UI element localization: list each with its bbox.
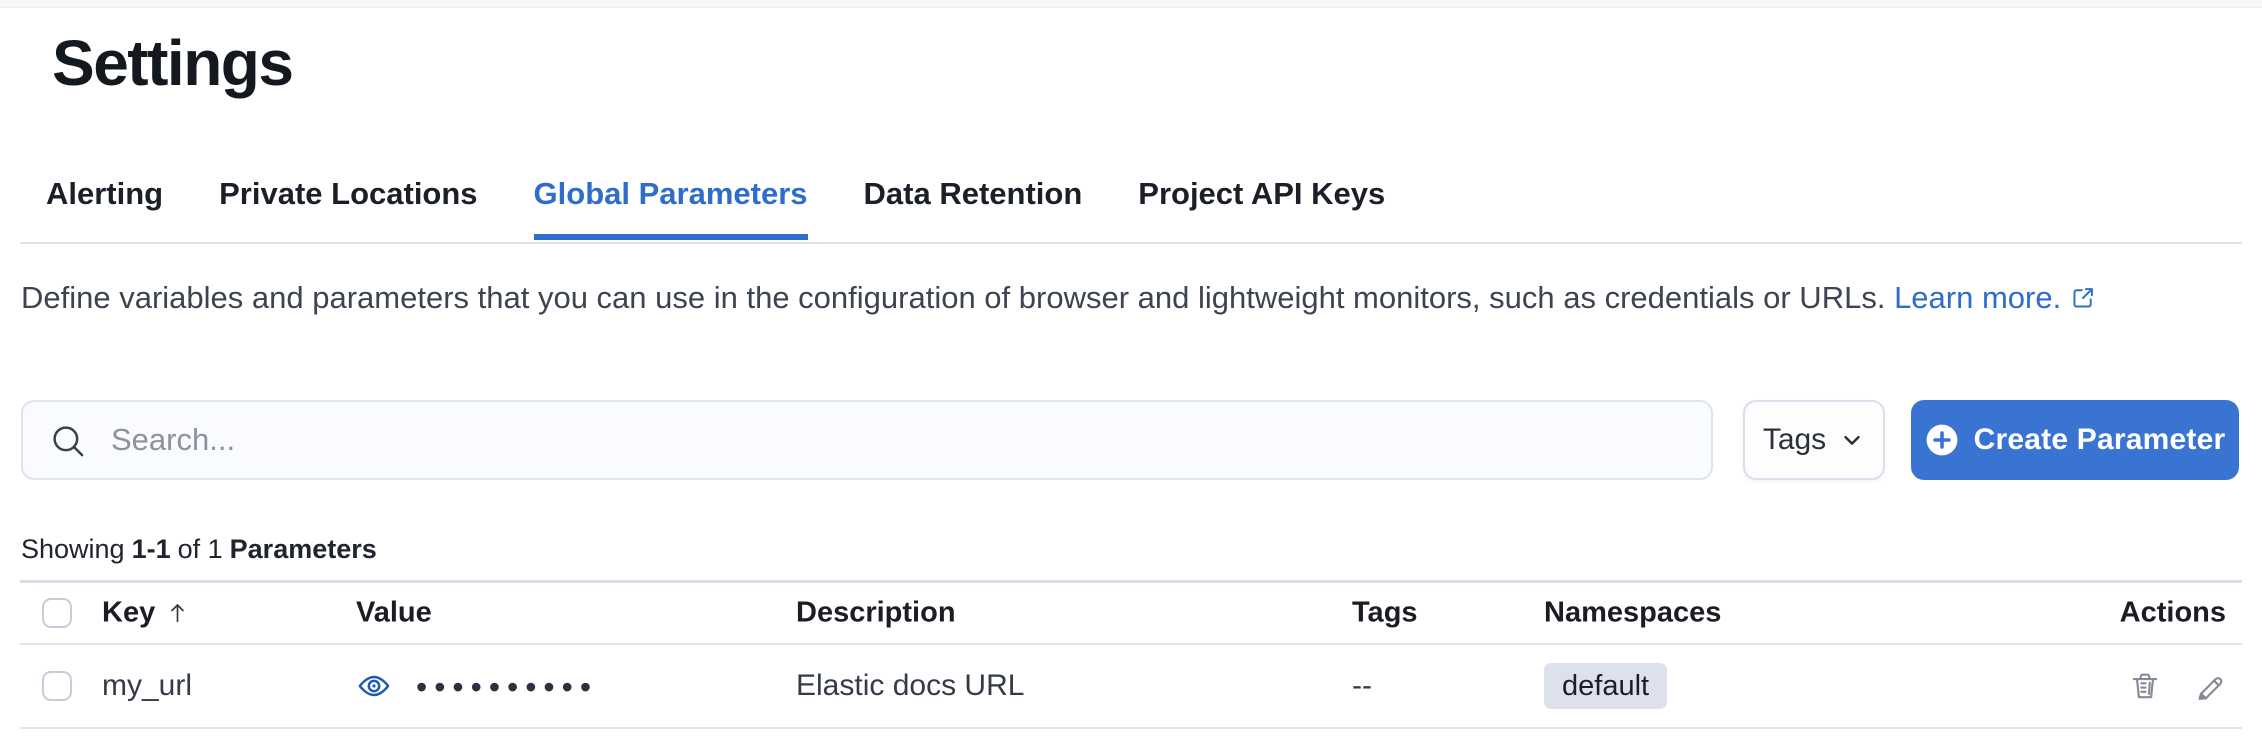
- page-top-divider: [0, 0, 2262, 8]
- search-box[interactable]: [21, 400, 1713, 480]
- tab-project-api-keys[interactable]: Project API Keys: [1138, 176, 1386, 211]
- row-checkbox[interactable]: [42, 671, 72, 701]
- row-actions: [2128, 669, 2226, 703]
- eye-icon: [358, 675, 390, 697]
- parameter-key: my_url: [102, 669, 193, 702]
- page-title: Settings: [52, 27, 294, 99]
- parameter-description: Elastic docs URL: [796, 669, 1025, 702]
- table-header-row: Key Value Description Tags Namespaces Ac…: [20, 583, 2242, 645]
- sort-ascending-icon: [171, 604, 185, 623]
- tab-private-locations[interactable]: Private Locations: [219, 176, 478, 211]
- parameters-toolbar: Tags Create Parameter: [0, 400, 2262, 480]
- parameter-namespaces: default: [1544, 663, 1668, 709]
- parameter-tags: --: [1352, 669, 1372, 702]
- chevron-down-icon: [1844, 435, 1860, 445]
- summary-entity: Parameters: [229, 534, 377, 564]
- column-header-description: Description: [796, 596, 956, 629]
- table-row: my_url •••••••••• Elastic docs URL -- de…: [20, 645, 2242, 729]
- column-header-key-label: Key: [102, 596, 156, 629]
- select-all-checkbox[interactable]: [42, 598, 72, 628]
- results-summary: Showing 1-1 of 1 Parameters: [21, 534, 377, 565]
- column-header-value: Value: [356, 596, 432, 629]
- column-header-namespaces: Namespaces: [1544, 596, 1722, 629]
- summary-of: of 1: [177, 534, 223, 564]
- tags-filter-label: Tags: [1762, 423, 1827, 456]
- learn-more-label: Learn more.: [1894, 280, 2062, 315]
- column-header-key[interactable]: Key: [102, 597, 191, 630]
- trash-icon: [2132, 673, 2158, 699]
- search-icon: [53, 426, 84, 457]
- pencil-icon: [2198, 677, 2223, 700]
- parameter-value-cell: ••••••••••: [356, 668, 598, 704]
- namespace-badge: default: [1544, 663, 1668, 709]
- create-parameter-label: Create Parameter: [1973, 423, 2226, 456]
- page-description: Define variables and parameters that you…: [21, 272, 2206, 326]
- delete-parameter-button[interactable]: [2128, 669, 2162, 703]
- external-link-icon: [2070, 275, 2096, 326]
- plus-in-circle-icon: [1926, 424, 1958, 456]
- learn-more-link[interactable]: Learn more.: [1894, 280, 2096, 315]
- summary-showing: Showing: [21, 534, 125, 564]
- masked-value: ••••••••••: [416, 669, 599, 705]
- reveal-value-button[interactable]: [356, 668, 392, 704]
- create-parameter-button[interactable]: Create Parameter: [1911, 400, 2239, 480]
- column-header-tags: Tags: [1352, 596, 1418, 629]
- column-header-actions: Actions: [2119, 596, 2226, 629]
- tabs-divider: [20, 242, 2242, 244]
- parameters-table: Key Value Description Tags Namespaces Ac…: [20, 580, 2242, 729]
- summary-range: 1-1: [131, 534, 171, 564]
- tab-alerting[interactable]: Alerting: [46, 176, 164, 211]
- edit-parameter-button[interactable]: [2192, 669, 2226, 703]
- tags-filter-button[interactable]: Tags: [1743, 400, 1885, 480]
- settings-tab-bar: Alerting Private Locations Global Parame…: [46, 176, 1385, 240]
- tab-global-parameters[interactable]: Global Parameters: [533, 176, 808, 240]
- tab-data-retention[interactable]: Data Retention: [863, 176, 1083, 211]
- description-text: Define variables and parameters that you…: [21, 280, 1886, 315]
- search-input[interactable]: [23, 402, 1711, 478]
